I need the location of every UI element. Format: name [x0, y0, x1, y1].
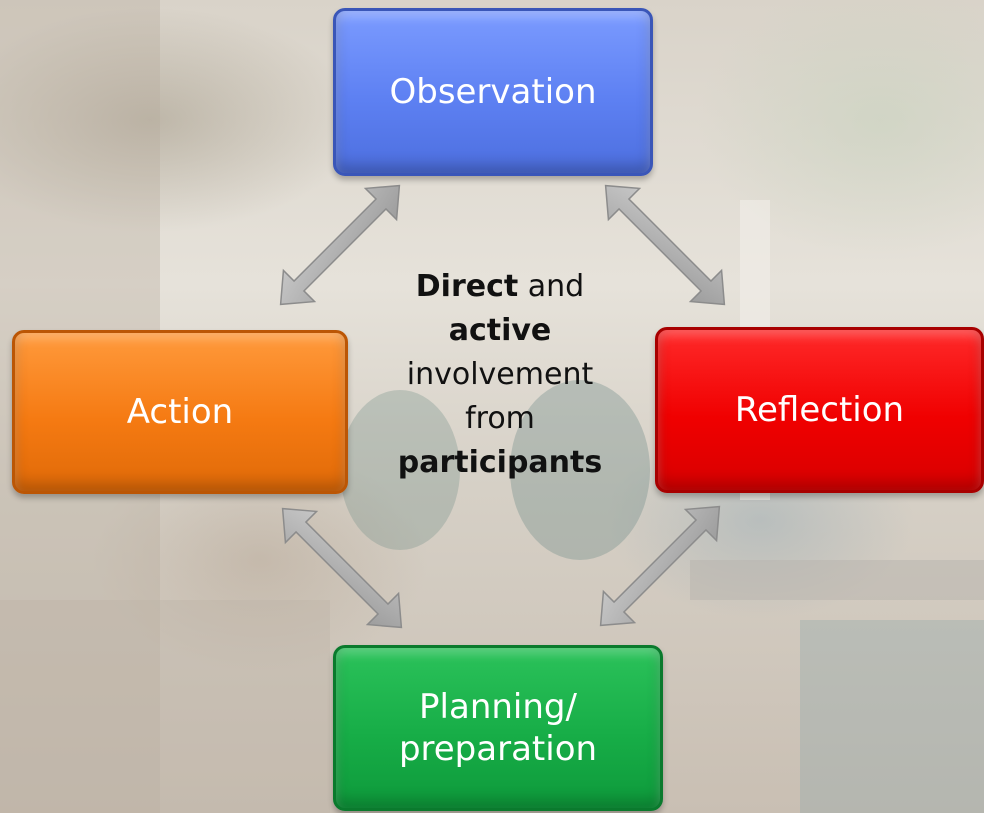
arrow-action-planning — [281, 507, 403, 629]
action-node: Action — [12, 330, 348, 494]
caption-line-4: from — [465, 401, 535, 436]
caption-active: active — [448, 313, 552, 348]
planning-node: Planning/ preparation — [333, 645, 663, 811]
arrow-observation-reflection — [604, 184, 726, 306]
reflection-node: Reflection — [655, 327, 984, 493]
caption-line-1: Direct and — [360, 265, 640, 309]
planning-label-line2: preparation — [398, 729, 598, 769]
caption-line-2: active — [360, 309, 640, 353]
caption-line-5: participants — [360, 441, 640, 485]
arrow-reflection-planning — [599, 505, 721, 627]
arrow-observation-action — [279, 184, 401, 306]
observation-label: Observation — [389, 71, 597, 112]
observation-node: Observation — [333, 8, 653, 176]
action-label: Action — [126, 391, 234, 432]
caption-and: and — [518, 269, 585, 304]
caption-participants: participants — [397, 445, 603, 480]
planning-label-line1: Planning/ — [419, 686, 577, 727]
reflection-label: Reflection — [734, 389, 905, 430]
caption-line-3: involvement — [406, 357, 594, 392]
caption-direct: Direct — [415, 269, 519, 304]
center-caption: Direct and active involvement from parti… — [360, 265, 640, 485]
